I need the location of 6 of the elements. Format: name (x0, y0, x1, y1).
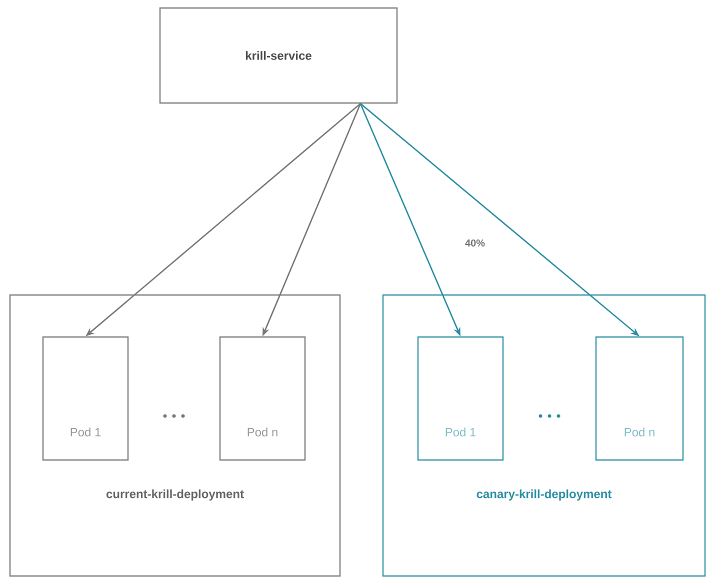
service-box: krill-service (159, 7, 398, 104)
pod-box: Pod 1 (417, 336, 504, 461)
pod-box: Pod 1 (42, 336, 129, 461)
pod-box: Pod n (219, 336, 306, 461)
percentage-label: 40% (464, 238, 486, 248)
pod-box: Pod n (595, 336, 684, 461)
